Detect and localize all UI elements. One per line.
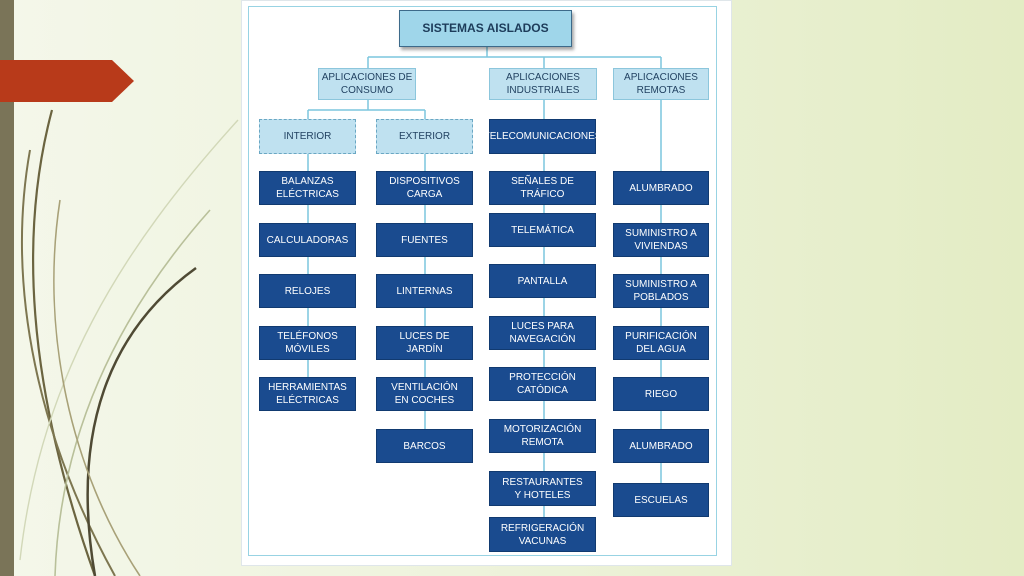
exterior-item: DISPOSITIVOS CARGA: [376, 171, 473, 205]
exterior-item: LINTERNAS: [376, 274, 473, 308]
industrial-item: TELEMÁTICA: [489, 213, 596, 247]
exterior-item: VENTILACIÓN EN COCHES: [376, 377, 473, 411]
remote-item: SUMINISTRO A POBLADOS: [613, 274, 709, 308]
interior-item: TELÉFONOS MÓVILES: [259, 326, 356, 360]
industrial-item: MOTORIZACIÓN REMOTA: [489, 419, 596, 453]
industrial-item: RESTAURANTES Y HOTELES: [489, 471, 596, 506]
interior-item: BALANZAS ELÉCTRICAS: [259, 171, 356, 205]
exterior-item: BARCOS: [376, 429, 473, 463]
diagram-frame: [248, 6, 717, 556]
branch-industriales: APLICACIONES INDUSTRIALES: [489, 68, 597, 100]
industrial-item: SEÑALES DE TRÁFICO: [489, 171, 596, 205]
exterior-item: LUCES DE JARDÍN: [376, 326, 473, 360]
industrial-item: TELECOMUNICACIONES: [484, 119, 601, 154]
industrial-item: PANTALLA: [489, 264, 596, 298]
remote-item: SUMINISTRO A VIVIENDAS: [613, 223, 709, 257]
industrial-item: LUCES PARA NAVEGACIÓN: [489, 316, 596, 350]
industrial-item: PROTECCIÓN CATÓDICA: [489, 367, 596, 401]
remote-item: ALUMBRADO: [613, 429, 709, 463]
interior-item: RELOJES: [259, 274, 356, 308]
interior-item: HERRAMIENTAS ELÉCTRICAS: [259, 377, 356, 411]
node-exterior: EXTERIOR: [376, 119, 473, 154]
remote-item: RIEGO: [613, 377, 709, 411]
decorative-swirls: [19, 109, 239, 576]
industrial-item: REFRIGERACIÓN VACUNAS: [489, 517, 596, 552]
remote-item: ALUMBRADO: [613, 171, 709, 205]
left-accent-bar: [0, 0, 14, 576]
branch-consumo: APLICACIONES DE CONSUMO: [318, 68, 416, 100]
red-arrow-tab: [0, 60, 134, 102]
exterior-item: FUENTES: [376, 223, 473, 257]
interior-item: CALCULADORAS: [259, 223, 356, 257]
branch-remotas: APLICACIONES REMOTAS: [613, 68, 709, 100]
node-interior: INTERIOR: [259, 119, 356, 154]
root-node: SISTEMAS AISLADOS: [399, 10, 572, 47]
remote-item: PURIFICACIÓN DEL AGUA: [613, 326, 709, 360]
remote-item: ESCUELAS: [613, 483, 709, 517]
